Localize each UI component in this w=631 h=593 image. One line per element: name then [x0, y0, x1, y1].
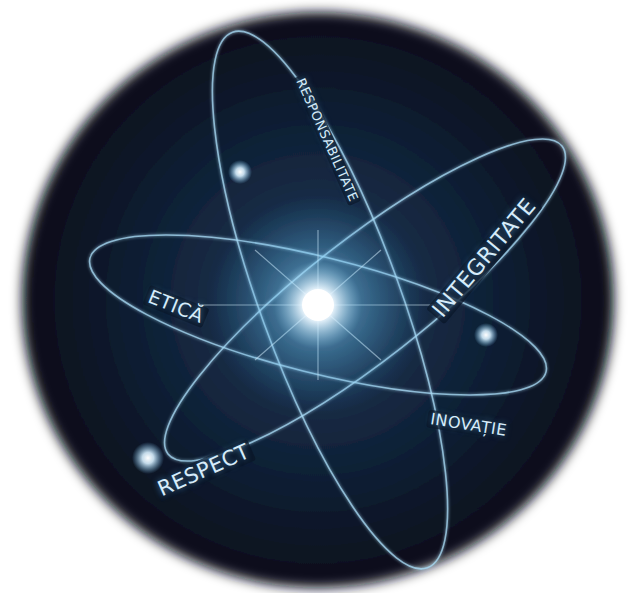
core: [302, 289, 334, 321]
electron: [474, 323, 498, 347]
value-label: RESPONSABILITATE: [291, 74, 361, 207]
value-label: ETICĂ: [142, 284, 209, 327]
dark-sphere: [22, 12, 614, 588]
value-label: INTEGRITATE: [426, 192, 543, 325]
orbit-line: [131, 99, 599, 501]
value-label: RESPECT: [152, 438, 257, 501]
core-glow: [208, 195, 428, 415]
value-label: INOVAȚIE: [426, 410, 511, 440]
orbits: [76, 8, 599, 592]
electron: [132, 442, 164, 474]
electron: [228, 160, 252, 184]
